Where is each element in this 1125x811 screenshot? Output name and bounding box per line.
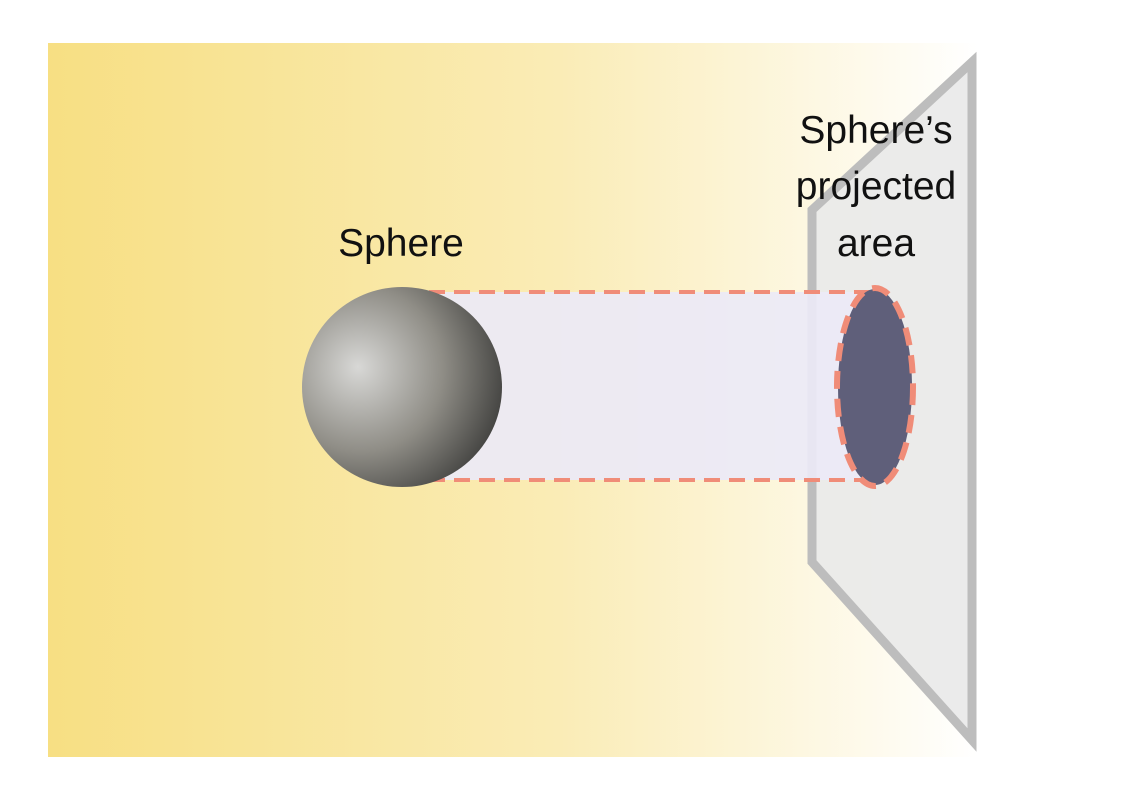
sphere xyxy=(302,287,502,487)
projected-area-label-line1: Sphere’s xyxy=(799,109,952,152)
projected-area-ellipse xyxy=(838,289,912,485)
projected-area-label-line2: projected xyxy=(796,165,956,208)
projected-area-dashed-outline xyxy=(834,285,916,489)
sphere-label: Sphere xyxy=(338,222,464,265)
projected-area-label-line3: area xyxy=(837,222,915,265)
